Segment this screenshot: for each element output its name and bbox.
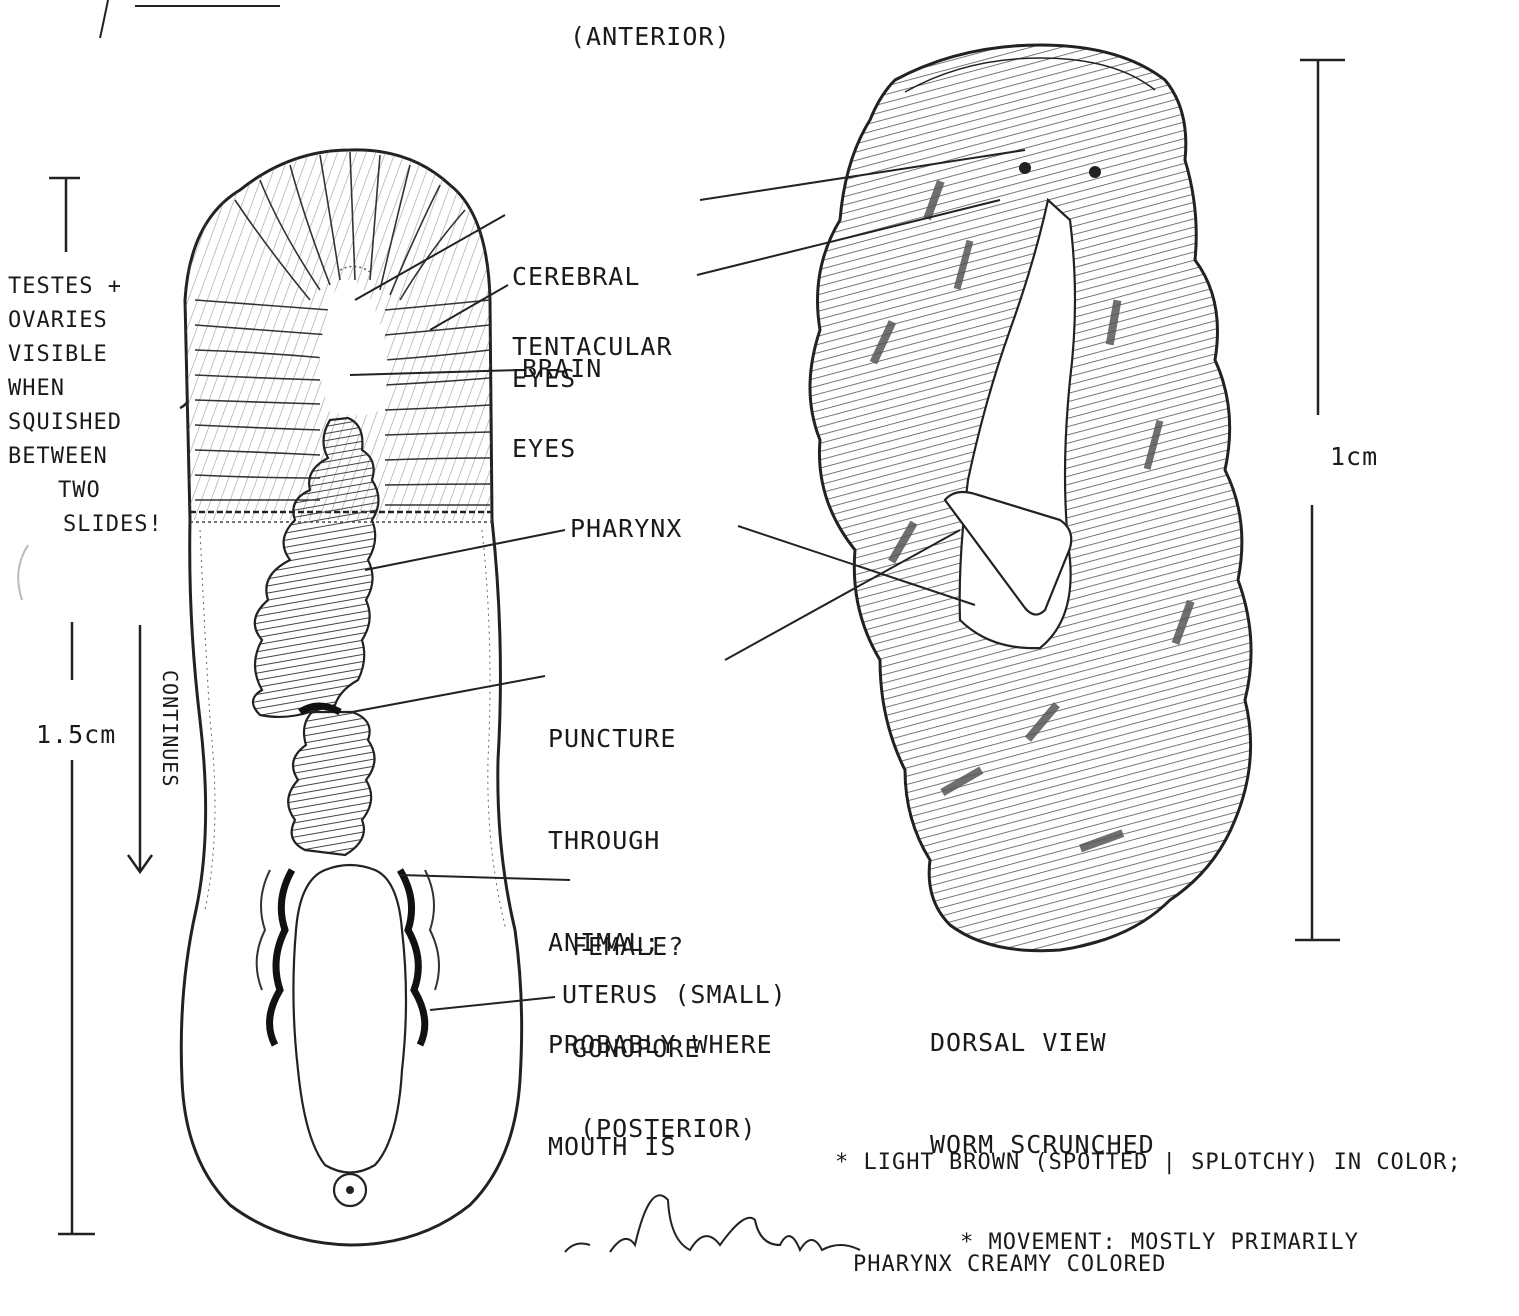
uterus-label: UTERUS (SMALL)	[562, 978, 787, 1012]
note-line: TESTES +	[8, 270, 122, 304]
label-line: THROUGH	[548, 824, 773, 858]
note-line: SQUISHED	[8, 406, 122, 440]
label-line: FEMALE?	[572, 930, 700, 964]
continues-arrow	[128, 625, 152, 872]
color-note: * LIGHT BROWN (SPOTTED | SPLOTCHY) IN CO…	[835, 1078, 1462, 1316]
label-line: GONOPORE	[572, 1032, 700, 1066]
right-worm-dorsal	[810, 45, 1251, 951]
signature	[565, 1195, 860, 1252]
label-line: PUNCTURE	[548, 722, 773, 756]
note-line: WHEN	[8, 372, 122, 406]
caption-line: DORSAL VIEW	[930, 1026, 1155, 1060]
brain-label: BRAIN	[522, 352, 602, 386]
note-line: BETWEEN	[8, 440, 122, 474]
note-line: OVARIES	[8, 304, 122, 338]
right-scale-bar	[1295, 60, 1345, 940]
label-line: MOUTH IS	[548, 1130, 773, 1164]
left-scale-label: 1.5cm	[36, 718, 116, 752]
label-line: EYES	[512, 432, 673, 466]
continues-label: CONTINUES	[158, 670, 182, 787]
testes-ovaries-note: TESTES + OVARIES VISIBLE WHEN SQUISHED B…	[8, 270, 122, 542]
smudge	[18, 545, 28, 600]
right-scale-label: 1cm	[1330, 440, 1378, 474]
pharynx-label: PHARYNX	[570, 512, 682, 546]
note-line: TWO	[58, 474, 172, 508]
corner-bracket	[100, 0, 108, 38]
note-line: * LIGHT BROWN (SPOTTED | SPLOTCHY) IN CO…	[835, 1146, 1462, 1180]
anterior-label: (ANTERIOR)	[570, 20, 731, 54]
note-line: VISIBLE	[8, 338, 122, 372]
movement-note: * MOVEMENT: MOSTLY PRIMARILY	[960, 1226, 1359, 1260]
uterus-inner-sac	[293, 865, 406, 1173]
note-line: SLIDES!	[63, 508, 177, 542]
